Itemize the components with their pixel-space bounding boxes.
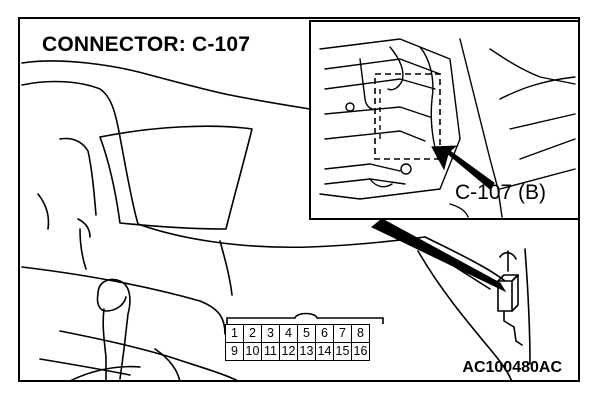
- pin-14: 14: [315, 342, 334, 361]
- pin-7: 7: [333, 324, 352, 343]
- vehicle-interior-illustration: [21, 20, 578, 380]
- pin-3: 3: [261, 324, 280, 343]
- pin-12: 12: [279, 342, 298, 361]
- connector-pin-diagram: 1 2 3 4 5 6 7 8 9 10 11 12 13 14 15 16: [225, 324, 370, 361]
- callout-arrow: [431, 145, 495, 190]
- pin-row-top: 1 2 3 4 5 6 7 8: [225, 324, 370, 343]
- center-vent-panel: [99, 125, 253, 230]
- center-console-outline: [137, 223, 426, 249]
- detail-inset: [309, 20, 578, 220]
- pin-5: 5: [297, 324, 316, 343]
- pin-row-bottom: 9 10 11 12 13 14 15 16: [225, 342, 370, 361]
- figure-id: AC100480AC: [462, 359, 562, 376]
- pin-1: 1: [225, 324, 244, 343]
- pin-16: 16: [351, 342, 370, 361]
- pin-2: 2: [243, 324, 262, 343]
- pin-9: 9: [225, 342, 244, 361]
- pin-8: 8: [351, 324, 370, 343]
- connector-title: CONNECTOR: C-107: [42, 33, 251, 56]
- diagram-frame: CONNECTOR: C-107 C-107 (B) 1 2 3 4 5 6 7…: [18, 17, 580, 382]
- connector-callout-label: C-107 (B): [455, 181, 547, 204]
- pin-6: 6: [315, 324, 334, 343]
- pin-15: 15: [333, 342, 352, 361]
- connector-latch: [226, 312, 384, 324]
- pin-13: 13: [297, 342, 316, 361]
- gear-shifter: [97, 278, 131, 380]
- zoom-leader: [371, 218, 507, 293]
- pin-11: 11: [261, 342, 280, 361]
- dashboard-outline: [21, 60, 311, 110]
- pin-4: 4: [279, 324, 298, 343]
- pin-10: 10: [243, 342, 262, 361]
